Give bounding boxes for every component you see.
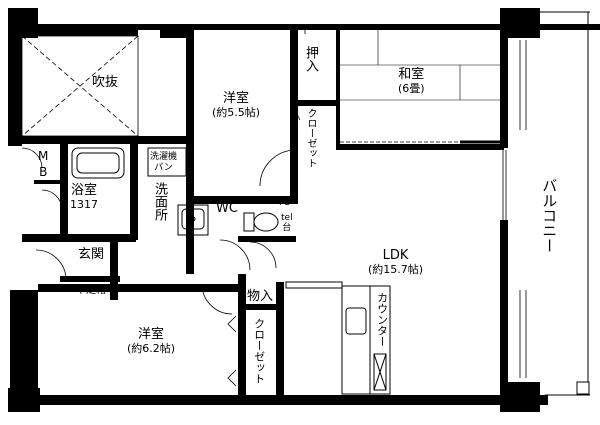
room-label-tel: tel 台 [281, 213, 293, 233]
room-size-ldk: (約15.7帖) [368, 262, 424, 276]
room-washitsu: 和室 (6畳) [398, 67, 425, 96]
room-yoshitsu-2: 洋室 (約6.2帖) [127, 327, 176, 356]
windows [29, 30, 527, 385]
room-label-senmenjo: 洗面所 [152, 182, 167, 221]
room-size-yokushitsu: 1317 [70, 197, 98, 211]
room-label-ldk: LDK [382, 248, 409, 263]
door-swings [21, 147, 297, 315]
room-yokushitsu: 浴室 1317 [70, 183, 98, 212]
thick-walls [8, 8, 600, 412]
room-label-sentakuki: 洗濯機 パン [150, 152, 178, 173]
room-size-yoshitsu-2: (約6.2帖) [127, 341, 176, 355]
room-label-yoshitsu-2: 洋室 [138, 327, 165, 342]
void-cross [21, 35, 139, 137]
room-label-genkan: 玄関 [78, 247, 105, 262]
room-label-wc: WC [216, 201, 238, 216]
room-label-geta: 下足箱 [76, 285, 106, 296]
room-label-counter: カウンター [375, 292, 389, 347]
room-label-ps: PS [279, 198, 291, 208]
balcony-outline [540, 11, 590, 396]
room-yoshitsu-1: 洋室 (約5.5帖) [212, 91, 261, 120]
room-label-yoshitsu-1: 洋室 [223, 91, 250, 106]
room-label-yokushitsu: 浴室 [70, 183, 97, 198]
room-label-washitsu: 和室 [398, 67, 425, 82]
room-label-oshiire: 押入 [302, 46, 318, 72]
closet-door-marks [227, 111, 500, 387]
room-label-closet-2: クローゼット [252, 318, 266, 384]
room-ldk: LDK (約15.7帖) [368, 248, 424, 277]
washbasin [177, 204, 209, 236]
toilet [243, 212, 279, 232]
room-size-yoshitsu-1: (約5.5帖) [212, 105, 261, 119]
bathtub [71, 147, 125, 179]
room-size-washitsu: (6畳) [398, 81, 425, 95]
room-label-monoire: 物入 [247, 289, 274, 304]
tatami-lines [338, 30, 500, 101]
room-label-closet-1: クローゼット [305, 108, 316, 168]
room-label-fukinuke: 吹抜 [92, 75, 119, 90]
kitchen [285, 281, 391, 395]
room-label-mb: M B [38, 149, 49, 179]
washing-pan [147, 147, 187, 177]
room-label-balcony: バルコニー [540, 178, 559, 253]
